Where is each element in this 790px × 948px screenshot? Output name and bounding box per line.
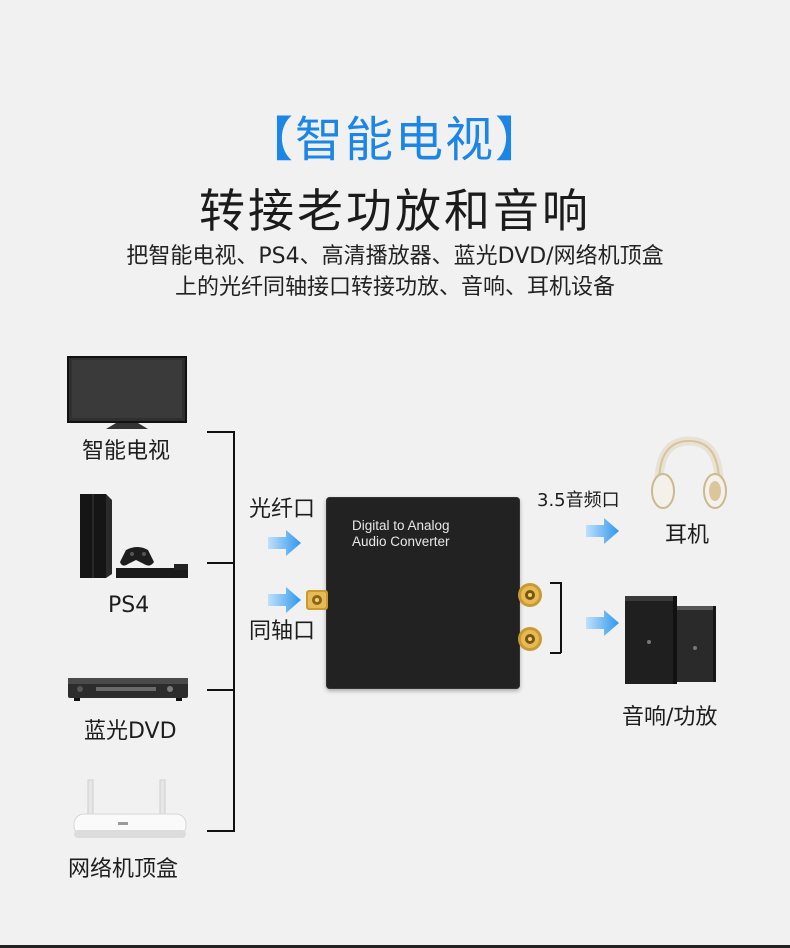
smart-tv-icon xyxy=(67,356,187,429)
description-line-1: 把智能电视、PS4、高清播放器、蓝光DVD/网络机顶盒 xyxy=(126,244,664,269)
converter-text-line-2: Audio Converter xyxy=(352,534,450,549)
speakers-icon xyxy=(625,596,716,684)
router-box-icon xyxy=(73,779,187,838)
coaxial-input-label: 同轴口 xyxy=(249,619,316,644)
source-label-smart-tv: 智能电视 xyxy=(82,439,171,464)
optical-input-label: 光纤口 xyxy=(249,497,316,522)
speakers-label: 音响/功放 xyxy=(622,705,718,730)
converter-text-line-1: Digital to Analog xyxy=(352,518,450,533)
arrow-right-icon xyxy=(268,530,301,556)
output-bracket xyxy=(550,582,562,654)
jack-output-label: 3.5音频口 xyxy=(537,490,620,511)
source-label-router: 网络机顶盒 xyxy=(68,857,179,882)
source-bracket xyxy=(207,431,235,833)
headphones-label: 耳机 xyxy=(665,523,710,548)
ps4-console-icon xyxy=(80,494,188,578)
arrow-right-icon xyxy=(586,610,619,636)
arrow-right-icon xyxy=(586,518,619,544)
rca-connector-icon xyxy=(518,627,542,651)
headphones-icon xyxy=(651,436,727,509)
page-subtitle: 转接老功放和音响 xyxy=(199,184,591,238)
bluray-player-icon xyxy=(68,678,188,701)
rca-connector-icon xyxy=(518,583,542,607)
arrow-right-icon xyxy=(268,587,301,613)
source-label-ps4: PS4 xyxy=(108,593,150,618)
converter-box xyxy=(326,497,520,689)
coaxial-connector-icon xyxy=(306,590,328,610)
description-line-2: 上的光纤同轴接口转接功放、音响、耳机设备 xyxy=(174,275,615,300)
bottom-divider xyxy=(0,945,790,948)
page-title: 【智能电视】 xyxy=(244,112,545,168)
source-label-bluray: 蓝光DVD xyxy=(84,719,177,744)
